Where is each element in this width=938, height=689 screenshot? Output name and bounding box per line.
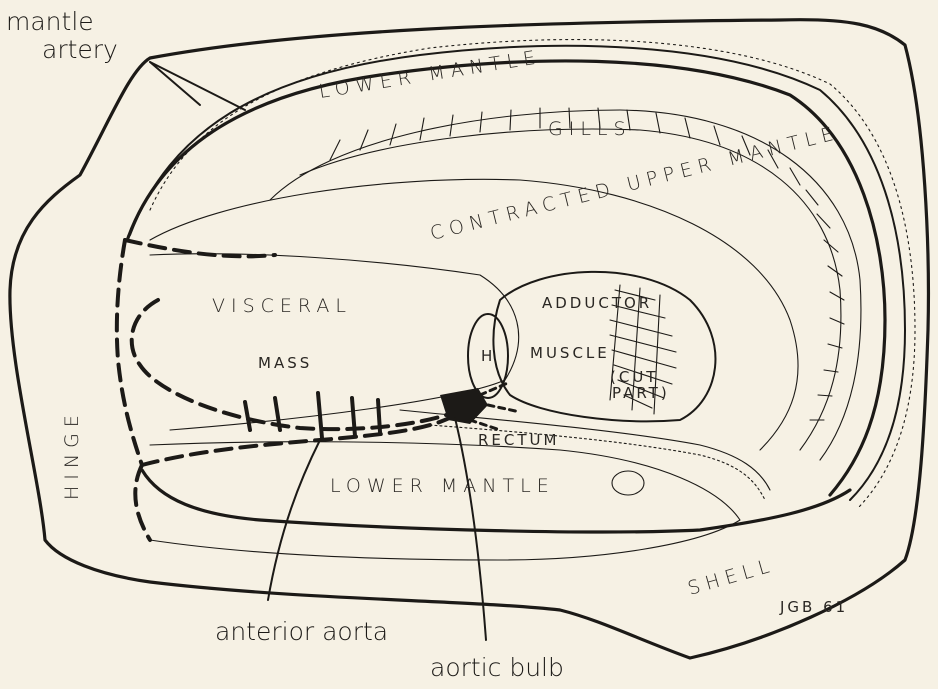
label-gills: GILLS [548,118,632,140]
label-adductor: ADDUCTOR [542,294,652,312]
aorta-dashed-left [117,240,142,465]
label-contracted-upper-mantle: CONTRACTED UPPER MANTLE [428,122,841,245]
gills-outline [270,110,861,460]
label-mass: MASS [258,354,312,372]
label-cut-part-2: PART) [612,384,670,402]
aorta-branches [245,393,380,438]
label-visceral: VISCERAL [212,295,352,317]
label-mantle-artery-2: artery [42,35,118,64]
label-anterior-aorta: anterior aorta [215,617,388,646]
label-heart: H [481,347,495,365]
lower-mantle-bottom-outline [150,442,740,560]
gills-inner [300,129,841,450]
label-lower-mantle-bottom: LOWER MANTLE [330,475,555,497]
label-aortic-bulb: aortic bulb [430,653,564,682]
label-mantle-artery-1: mantle [6,7,94,36]
mantle-artery-line [128,61,885,495]
label-rectum: RECTUM [478,431,559,449]
label-signature: JGB 61 [779,598,848,616]
label-shell: SHELL [685,554,777,600]
label-muscle: MUSCLE [530,344,610,362]
siphon-opening [612,471,644,495]
label-hinge: HINGE [61,409,83,500]
